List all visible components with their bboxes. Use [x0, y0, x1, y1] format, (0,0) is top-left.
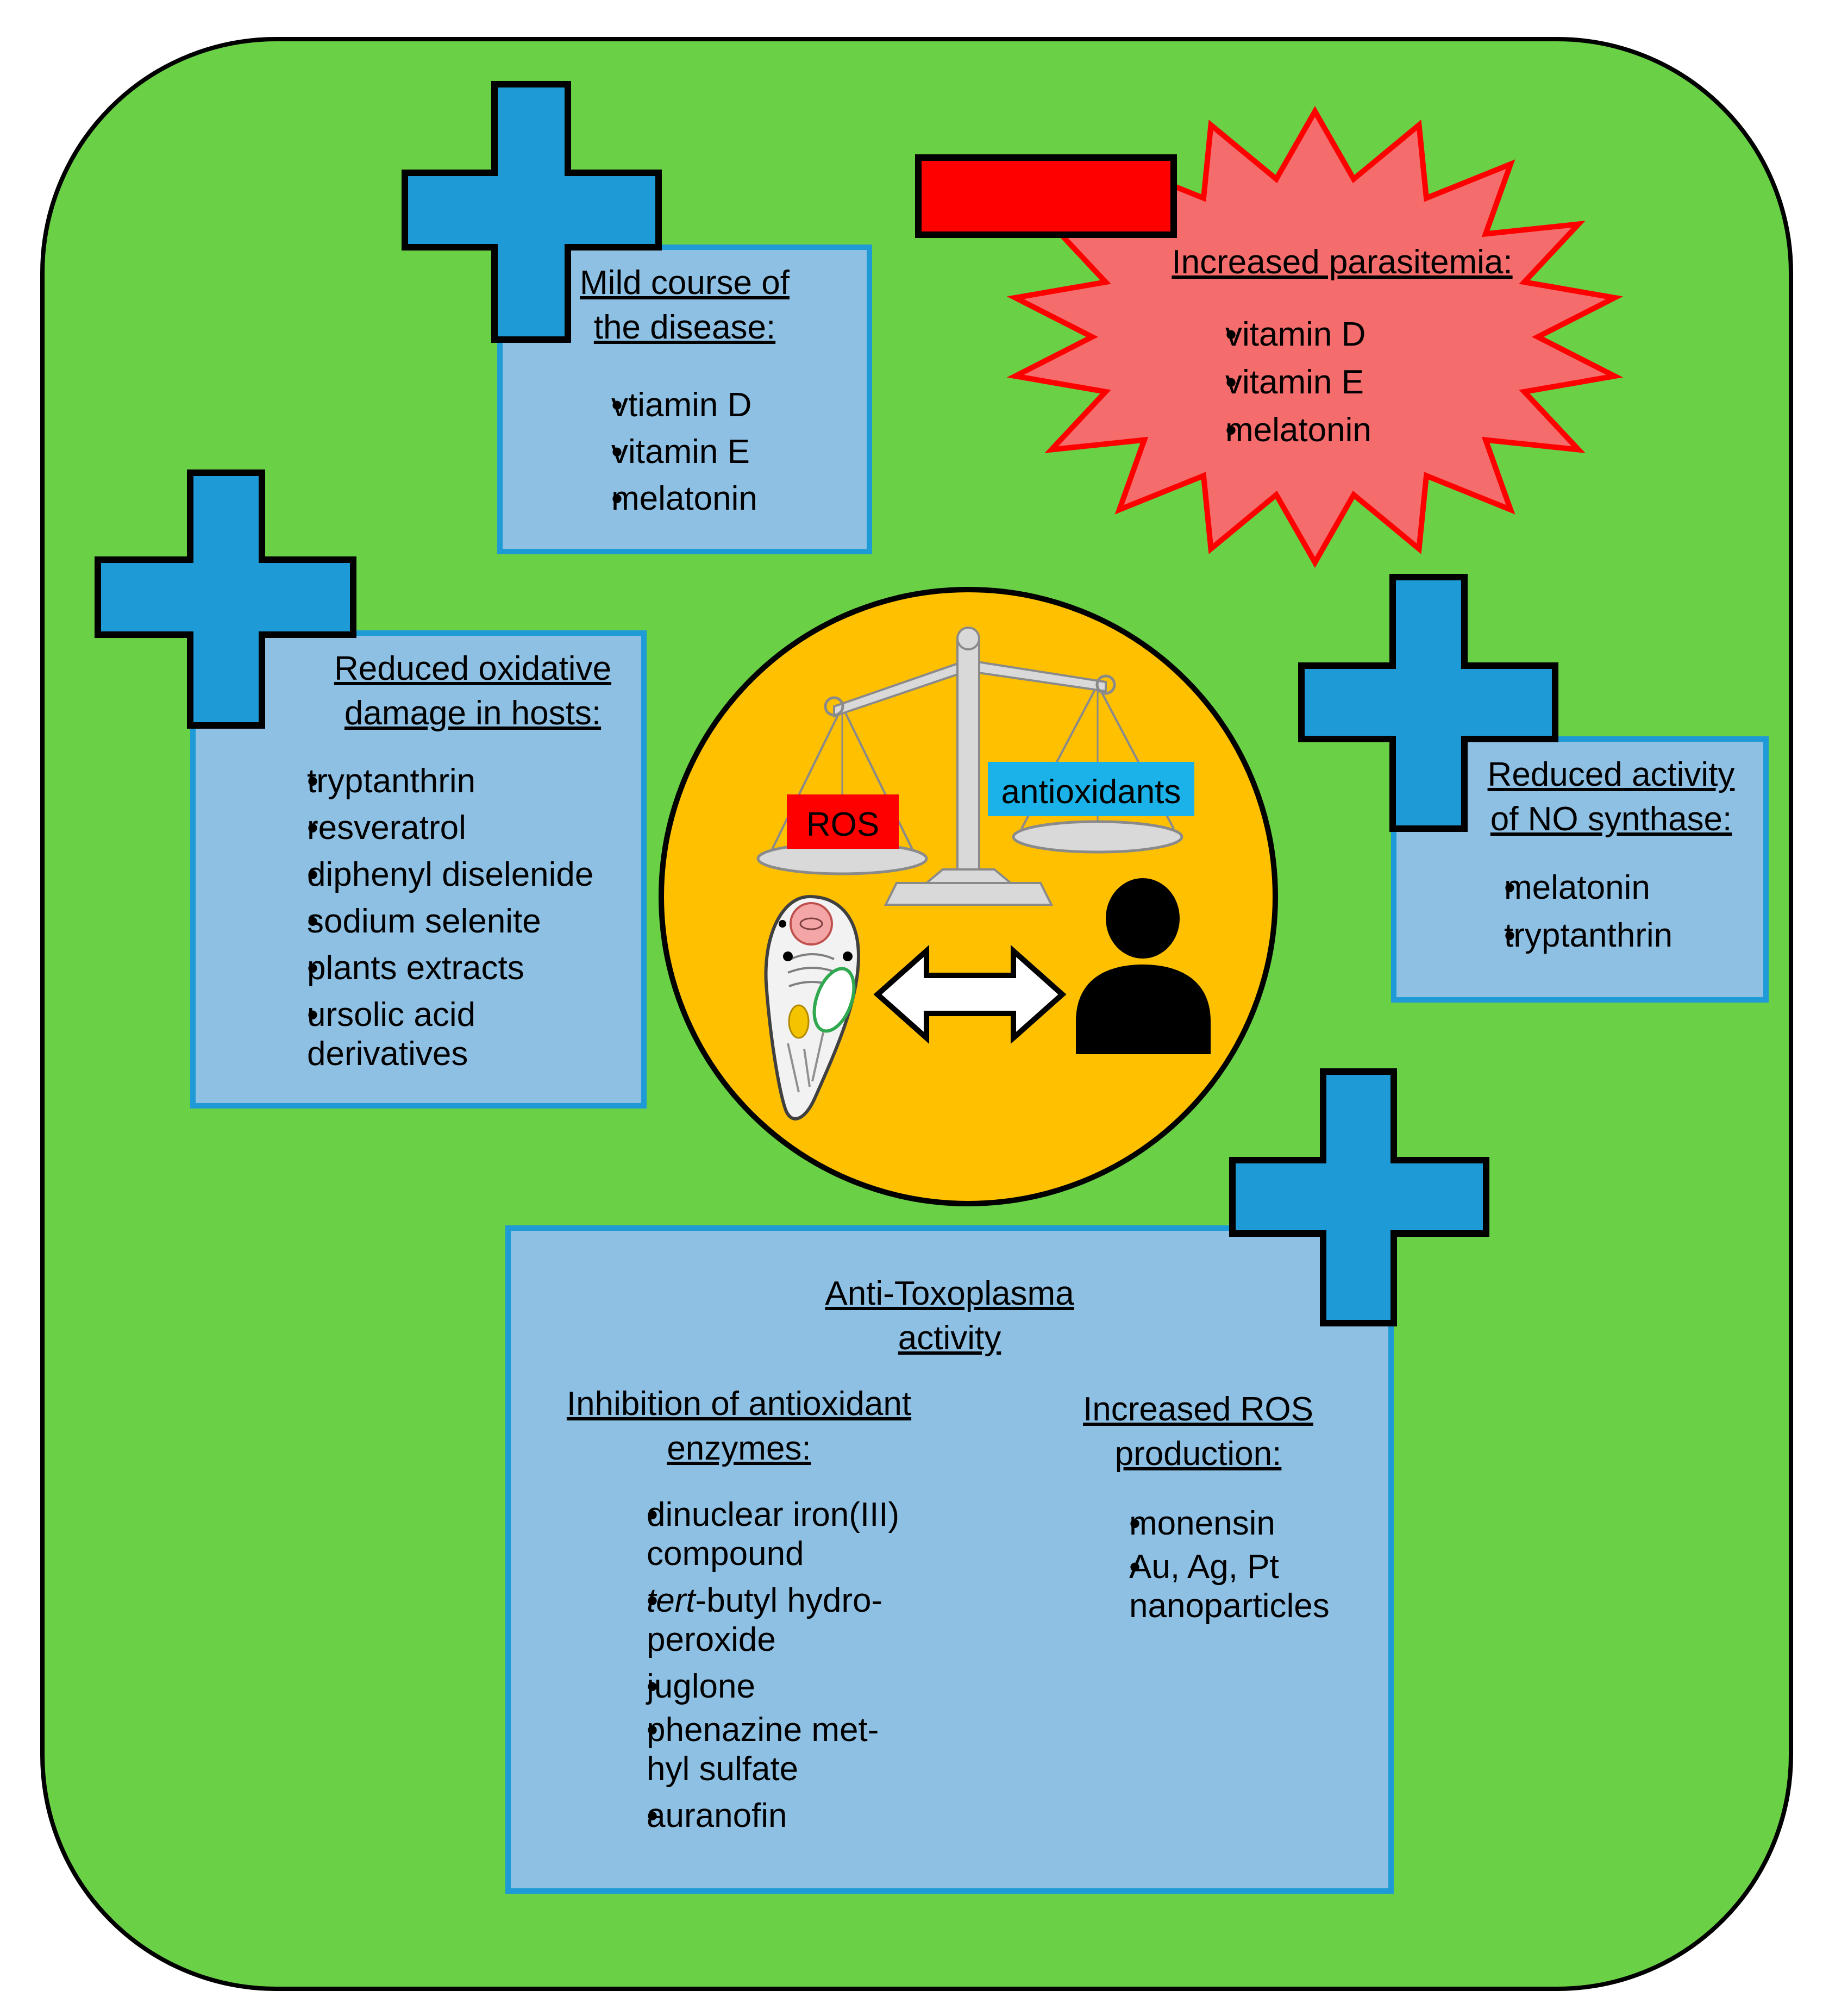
- list-item: monensin: [1031, 1504, 1368, 1548]
- balance-scale-icon: [756, 627, 1183, 906]
- list-item: tryptanthrin: [206, 762, 641, 809]
- list-item-line: ursolic acid: [307, 996, 476, 1034]
- list-item: tryptanthrin: [1406, 916, 1759, 964]
- list-item-line: dinuclear iron(III): [647, 1496, 900, 1533]
- list-item: Au, Ag, Pt nanoparticles: [1031, 1548, 1368, 1626]
- parasitemia-list: vitamin D vitamin E melatonin: [1128, 315, 1464, 459]
- mild-course-list: vtiamin D vitamin E melatonin: [513, 386, 818, 526]
- list-item: vtiamin D: [513, 386, 818, 433]
- list-item-line: derivatives: [307, 1035, 468, 1073]
- ros-label-box: [787, 794, 899, 849]
- list-item: vitamin E: [513, 433, 818, 479]
- antioxidants-label-box: [988, 762, 1194, 816]
- no-synthase-list: melatonin tryptanthrin: [1406, 868, 1759, 964]
- list-item: phenazine met- hyl sulfate: [549, 1711, 962, 1796]
- list-item: vitamin D: [1128, 315, 1464, 363]
- parasite-cell-icon: [764, 894, 861, 1120]
- enzyme-inhibition-list: dinuclear iron(III) compound tert-butyl …: [549, 1495, 962, 1840]
- list-item-line: nanoparticles: [1129, 1587, 1330, 1625]
- list-item: melatonin: [1128, 411, 1464, 459]
- person-icon: [1076, 878, 1211, 1054]
- list-item: resveratrol: [206, 809, 641, 855]
- list-item: auranofin: [549, 1796, 962, 1840]
- list-item: juglone: [549, 1667, 962, 1711]
- list-item: ursolic acid derivatives: [206, 996, 641, 1074]
- parasitemia-title: Increased parasitemia:: [1172, 243, 1513, 281]
- list-item: vitamin E: [1128, 363, 1464, 411]
- list-item-line: hyl sulfate: [647, 1750, 799, 1788]
- antioxidants-label: antioxidants: [1001, 773, 1181, 811]
- list-item: melatonin: [1406, 868, 1759, 916]
- list-item-line: peroxide: [647, 1621, 776, 1658]
- double-arrow-icon: [873, 944, 1067, 1044]
- list-item: melatonin: [513, 479, 818, 526]
- ros-label: ROS: [806, 806, 879, 843]
- list-item-line: Au, Ag, Pt: [1129, 1548, 1279, 1586]
- minus-icon: [915, 154, 1177, 238]
- list-item-line: tert-butyl hydro-: [647, 1582, 883, 1619]
- list-item-line: compound: [647, 1535, 804, 1573]
- ros-production-list: monensin Au, Ag, Pt nanoparticles: [1031, 1504, 1368, 1626]
- list-item: diphenyl diselenide: [206, 855, 641, 902]
- list-item: sodium selenite: [206, 902, 641, 949]
- oxidative-damage-list: tryptanthrin resveratrol diphenyl disele…: [206, 762, 641, 1074]
- list-item: plants extracts: [206, 949, 641, 996]
- list-item: dinuclear iron(III) compound: [549, 1495, 962, 1581]
- list-item-line: phenazine met-: [647, 1711, 879, 1749]
- list-item: tert-butyl hydro- peroxide: [549, 1581, 962, 1667]
